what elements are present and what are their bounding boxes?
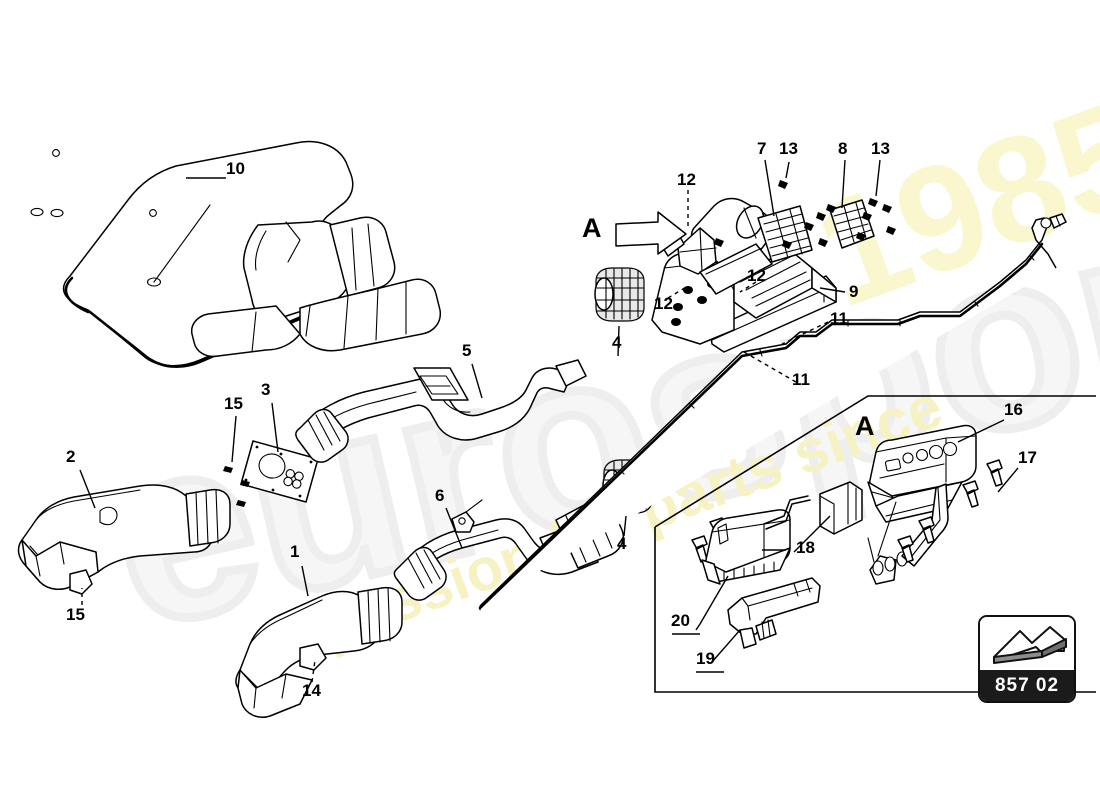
inset-a-frame [654,395,1096,693]
callout-14: 14 [302,681,321,700]
callout-13-right: 13 [871,139,890,158]
part-3-gasket-plate [240,440,319,503]
detail-view-label-a-main: A [582,213,602,243]
callout-2: 2 [66,447,76,466]
leader-lines-inset [672,419,1019,673]
callout-18: 18 [796,538,815,557]
callout-17: 17 [1018,448,1037,467]
callout-9: 9 [849,282,859,301]
detail-view-label-a-inset: A [855,411,875,441]
callout-3: 3 [261,380,271,399]
callout-13-left: 13 [779,139,798,158]
part-20-control-module [701,495,811,585]
callout-15-upper: 15 [224,394,243,413]
part-16-control-panel-unit [867,424,977,585]
callout-1: 1 [290,542,300,561]
callout-7: 7 [757,139,767,158]
callout-4-upper: 4 [612,333,622,352]
part-1-air-duct-center-right [235,586,403,718]
part-13-retaining-clips [714,180,896,249]
leader-lines-main [79,159,881,683]
callout-10: 10 [226,159,245,178]
callout-12-left: 12 [654,294,673,313]
callout-15-lower: 15 [66,605,85,624]
callout-11-upper: 11 [830,309,848,328]
callout-19: 19 [696,649,715,668]
part-19-switch-bracket [727,577,821,649]
part-11-drain-hose [478,213,1067,611]
part-5-air-hose-upper [295,359,587,463]
detail-view-arrow [615,211,687,255]
part-8-vent-grille-right [829,199,875,249]
callout-11-lower: 11 [792,370,810,389]
part-group-badge: 857 02 [978,615,1076,703]
callout-4-lower: 4 [617,534,627,553]
callout-20: 20 [671,611,690,630]
part-group-number: 857 02 [980,670,1074,701]
callout-12-top: 12 [677,170,696,189]
part-9-heater-housing [651,197,837,353]
callout-16: 16 [1004,400,1023,419]
callout-8: 8 [838,139,848,158]
seat-cushion-icon [980,617,1074,672]
part-10-insulation-mat [30,140,442,368]
part-15-fastening-screws [223,466,250,507]
part-2-air-duct-center-left [17,484,231,595]
part-18-control-cap [819,481,863,535]
callout-5: 5 [462,341,472,360]
callout-12-mid: 12 [747,266,766,285]
part-4-cylindrical-grommet-upper [594,267,645,322]
part-7-vent-grille-left [757,205,813,263]
callout-6: 6 [435,486,445,505]
